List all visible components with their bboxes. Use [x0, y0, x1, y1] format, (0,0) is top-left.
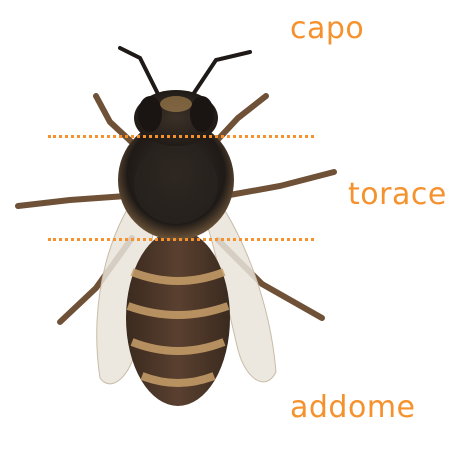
label-abdomen: addome — [290, 393, 416, 423]
antenna-right — [192, 52, 250, 96]
label-head: capo — [290, 14, 364, 44]
eye-left — [138, 96, 162, 132]
head-thorax-divider — [48, 135, 314, 138]
eye-right — [190, 96, 214, 132]
label-thorax: torace — [348, 180, 447, 210]
thorax-abdomen-divider — [48, 238, 314, 241]
antenna-left — [120, 48, 160, 98]
